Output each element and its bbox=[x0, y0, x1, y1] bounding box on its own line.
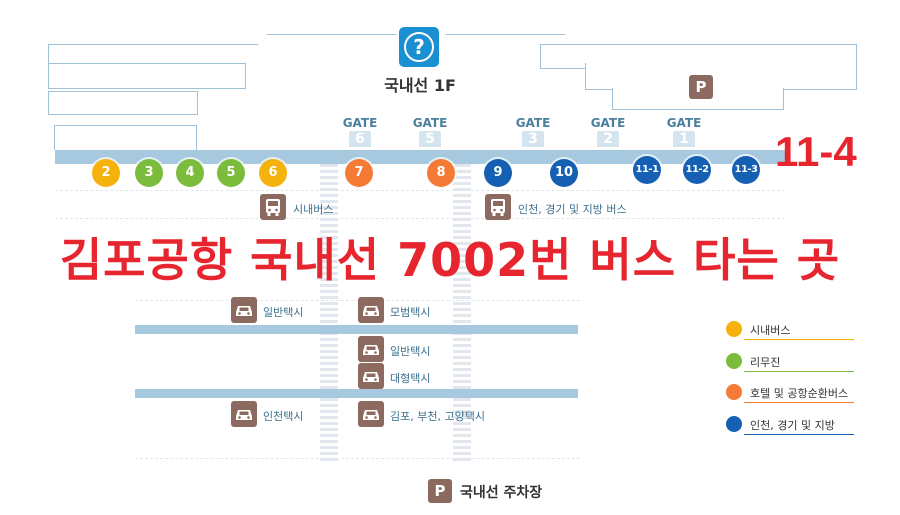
lane-line bbox=[55, 218, 785, 219]
parking-icon: P bbox=[689, 75, 713, 99]
taxi-icon bbox=[358, 297, 384, 323]
taxi-icon bbox=[358, 363, 384, 389]
legend-limousine: 리무진 bbox=[750, 356, 781, 369]
terminal-curb bbox=[55, 150, 786, 164]
terminal-wing-left-1 bbox=[48, 63, 246, 89]
taxi-icon bbox=[231, 401, 257, 427]
bus-stop-3: 3 bbox=[135, 159, 163, 187]
legend-city-bus: 시내버스 bbox=[750, 324, 791, 337]
incheon-taxi-label: 인천택시 bbox=[263, 410, 304, 423]
bus-stop-4: 4 bbox=[176, 159, 204, 187]
terminal-roof-left bbox=[256, 34, 398, 46]
bus-icon bbox=[485, 194, 511, 220]
legend-line bbox=[744, 339, 854, 340]
bus-stop-10: 10 bbox=[550, 159, 578, 187]
legend-dot-limousine bbox=[726, 353, 742, 369]
parking-lot-label: 국내선 주차장 bbox=[460, 485, 543, 501]
legend-incheon: 인천, 경기 및 지방 bbox=[750, 419, 835, 432]
bus-stop-11-2: 11-2 bbox=[683, 156, 711, 184]
legend-line bbox=[744, 434, 854, 435]
lane-line bbox=[135, 300, 580, 301]
bus-stop-6: 6 bbox=[259, 159, 287, 187]
road-bar bbox=[135, 325, 578, 334]
bus-stop-9: 9 bbox=[484, 159, 512, 187]
large-taxi-label: 대형택시 bbox=[390, 372, 431, 385]
legend-dot-hotel-bus bbox=[726, 384, 742, 400]
legend-hotel-bus: 호텔 및 공항순환버스 bbox=[750, 387, 849, 400]
incheon-bus-label: 인천, 경기 및 지방 버스 bbox=[518, 203, 627, 216]
terminal-wing-left-2 bbox=[48, 91, 198, 115]
bus-stop-11-3: 11-3 bbox=[732, 156, 760, 184]
model-taxi-label: 모범택시 bbox=[390, 306, 431, 319]
bus-stop-11-1: 11-1 bbox=[633, 156, 661, 184]
floor-title: 국내선 1F bbox=[384, 76, 456, 95]
legend-dot-city-bus bbox=[726, 321, 742, 337]
city-bus-label: 시내버스 bbox=[293, 203, 334, 216]
headline-title: 김포공항 국내선 7002번 버스 타는 곳 bbox=[59, 233, 841, 287]
terminal-wing-right bbox=[585, 63, 857, 90]
bus-icon bbox=[260, 194, 286, 220]
gimpo-taxi-label: 김포, 부천, 고양택시 bbox=[390, 410, 485, 423]
general-taxi-label: 일반택시 bbox=[263, 306, 304, 319]
bus-stop-5: 5 bbox=[217, 159, 245, 187]
highlight-stop-number: 11-4 bbox=[775, 128, 857, 175]
terminal-building-left bbox=[48, 44, 263, 64]
terminal-wing-left-3 bbox=[54, 125, 197, 150]
legend-line bbox=[744, 402, 854, 403]
bus-stop-8: 8 bbox=[427, 159, 455, 187]
legend-dot-incheon bbox=[726, 416, 742, 432]
terminal-wing-right-2 bbox=[612, 88, 784, 110]
bus-stop-7: 7 bbox=[345, 159, 373, 187]
taxi-icon bbox=[358, 401, 384, 427]
road-bar bbox=[135, 389, 578, 398]
bus-stop-2: 2 bbox=[92, 159, 120, 187]
lane-line bbox=[55, 190, 785, 191]
information-icon: ? bbox=[399, 27, 439, 67]
taxi-icon bbox=[231, 297, 257, 323]
legend-line bbox=[744, 371, 854, 372]
taxi-icon bbox=[358, 336, 384, 362]
parking-icon: P bbox=[428, 479, 452, 503]
lane-line bbox=[135, 458, 580, 459]
general-taxi-center-label: 일반택시 bbox=[390, 345, 431, 358]
